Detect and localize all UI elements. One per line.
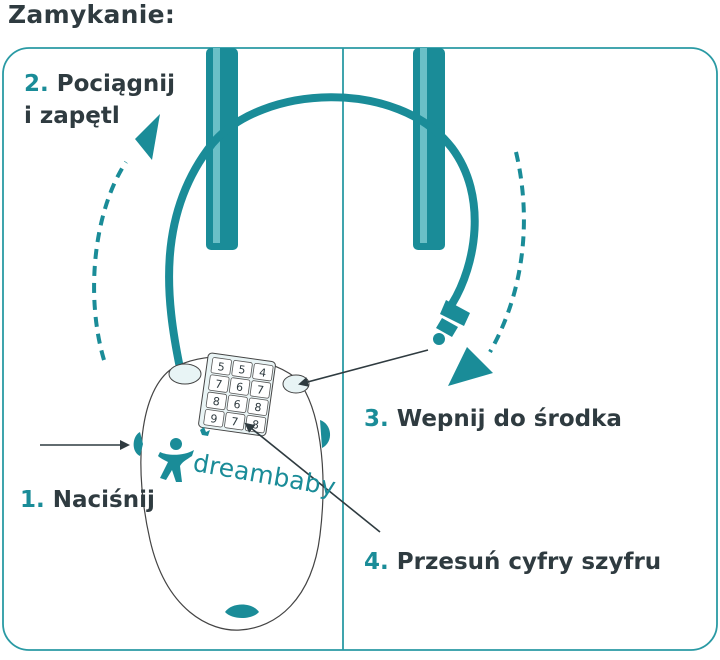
cable-plug-icon — [433, 300, 470, 345]
dial-digit: 8 — [254, 401, 263, 415]
dial-cell — [226, 394, 248, 413]
step-2-label: 2. Pociągnij i zapętl — [24, 68, 175, 132]
dial-cell — [252, 362, 274, 382]
outer-frame — [2, 47, 718, 651]
dial-pointer-arrow — [244, 422, 381, 533]
step-1-label: 1. Naciśnij — [20, 484, 155, 516]
dial-digit: 5 — [217, 360, 226, 374]
step-1-text: Naciśnij — [52, 487, 155, 513]
dial-digit: 5 — [238, 363, 247, 377]
lock-body — [133, 356, 331, 631]
cot-bar-right — [413, 48, 445, 250]
dial-cell — [247, 397, 269, 416]
dial-digit: 4 — [258, 366, 267, 380]
step-3-number: 3. — [364, 406, 389, 432]
lock-cable — [165, 93, 479, 372]
step-4-label: 4. Przesuń cyfry szyfru — [364, 546, 661, 578]
dial-digit: 6 — [233, 398, 242, 412]
dial-cell — [231, 360, 253, 379]
dial-digit: 7 — [256, 383, 265, 397]
dial-cell — [249, 380, 272, 399]
pull-loop-arrow-icon — [92, 114, 160, 361]
step-2-number: 2. — [24, 71, 49, 97]
step-4-number: 4. — [364, 549, 389, 575]
dial-digit: 7 — [230, 415, 239, 429]
step-1-number: 1. — [20, 487, 45, 513]
step-2-text-line2: i zapętl — [24, 103, 120, 129]
step-4-text: Przesuń cyfry szyfru — [396, 549, 662, 575]
dial-digit: 8 — [251, 418, 260, 432]
dial-digit: 8 — [212, 395, 221, 409]
dial-cell — [203, 409, 225, 428]
step-3-text: Wepnij do środka — [396, 406, 622, 432]
dial-digit: 9 — [209, 412, 218, 426]
dreambaby-logo-icon — [158, 427, 210, 482]
step-2-text: Pociągnij — [56, 71, 176, 97]
dial-cell — [208, 374, 230, 393]
dial-cell — [205, 391, 228, 411]
cot-bar-left — [206, 48, 238, 250]
dial-cell — [224, 412, 246, 431]
step-3-label: 3. Wepnij do środka — [364, 403, 622, 435]
insert-arrow-icon — [448, 151, 526, 386]
dial-digit: 7 — [214, 377, 223, 391]
insert-pointer-arrow — [298, 349, 429, 387]
dial-cell — [210, 357, 232, 376]
page-title: Zamykanie: — [8, 0, 176, 29]
dial-digit: 6 — [235, 380, 244, 394]
dial-cell — [229, 377, 251, 396]
